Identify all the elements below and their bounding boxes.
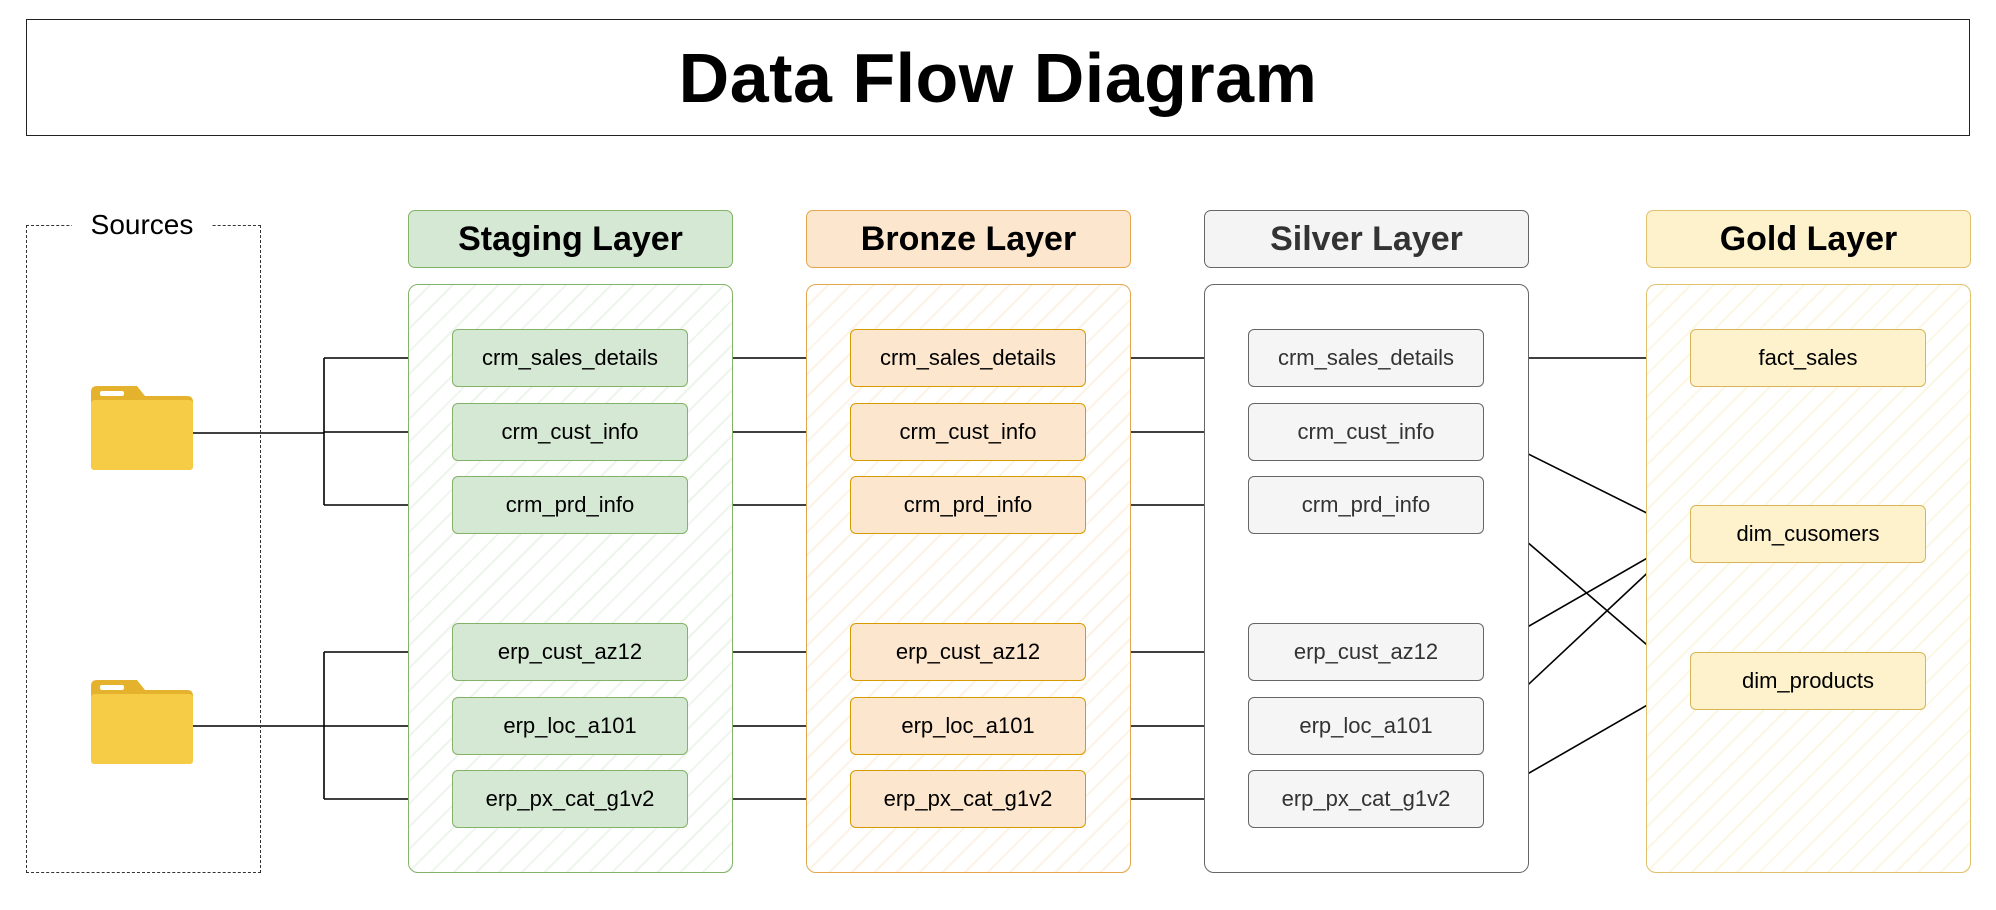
gold-node-dim-cusomers: dim_cusomers: [1690, 505, 1926, 563]
silver-node-crm-prd-info: crm_prd_info: [1248, 476, 1484, 534]
silver-node-crm-sales-details: crm_sales_details: [1248, 329, 1484, 387]
silver-layer-header: Silver Layer: [1204, 210, 1529, 268]
sources-label: Sources: [72, 206, 212, 244]
staging-node-erp-cust-az12: erp_cust_az12: [452, 623, 688, 681]
title-box: Data Flow Diagram: [26, 19, 1970, 136]
staging-node-crm-prd-info: crm_prd_info: [452, 476, 688, 534]
staging-node-erp-loc-a101: erp_loc_a101: [452, 697, 688, 755]
bronze-node-erp-cust-az12: erp_cust_az12: [850, 623, 1086, 681]
folder-icon: [91, 680, 193, 764]
silver-node-erp-cust-az12: erp_cust_az12: [1248, 623, 1484, 681]
staging-node-crm-cust-info: crm_cust_info: [452, 403, 688, 461]
silver-node-crm-cust-info: crm_cust_info: [1248, 403, 1484, 461]
diagram-title: Data Flow Diagram: [678, 38, 1318, 117]
gold-layer-header: Gold Layer: [1646, 210, 1971, 268]
silver-node-erp-loc-a101: erp_loc_a101: [1248, 697, 1484, 755]
folder-icon: [91, 386, 193, 470]
bronze-node-crm-prd-info: crm_prd_info: [850, 476, 1086, 534]
sources-group: [26, 225, 261, 873]
bronze-node-crm-sales-details: crm_sales_details: [850, 329, 1086, 387]
gold-node-dim-products: dim_products: [1690, 652, 1926, 710]
gold-node-fact-sales: fact_sales: [1690, 329, 1926, 387]
bronze-node-crm-cust-info: crm_cust_info: [850, 403, 1086, 461]
staging-node-crm-sales-details: crm_sales_details: [452, 329, 688, 387]
silver-node-erp-px-cat-g1v2: erp_px_cat_g1v2: [1248, 770, 1484, 828]
bronze-node-erp-px-cat-g1v2: erp_px_cat_g1v2: [850, 770, 1086, 828]
staging-layer-header: Staging Layer: [408, 210, 733, 268]
bronze-node-erp-loc-a101: erp_loc_a101: [850, 697, 1086, 755]
bronze-layer-header: Bronze Layer: [806, 210, 1131, 268]
staging-node-erp-px-cat-g1v2: erp_px_cat_g1v2: [452, 770, 688, 828]
